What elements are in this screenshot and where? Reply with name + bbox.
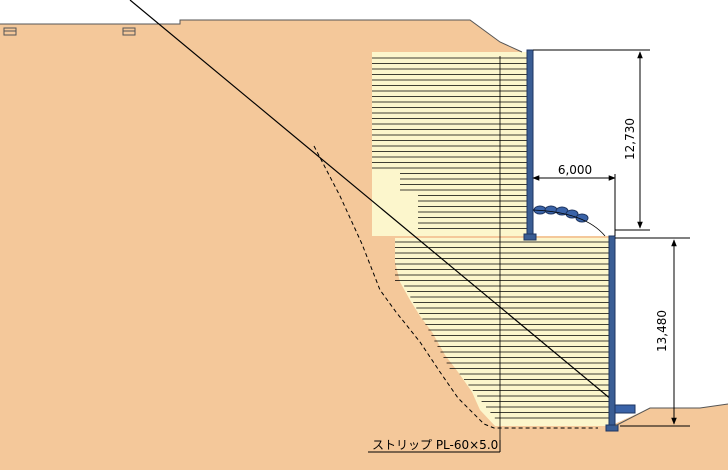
dimension-upper-height-label: 12,730: [623, 118, 637, 160]
ground-mass: [0, 20, 728, 470]
dimension-lower-height: [615, 237, 690, 427]
lower-reinforced-zone: [395, 238, 610, 426]
slip-line: [129, 0, 613, 401]
dimension-bench-width: [532, 174, 616, 236]
reinforcing-strips-lower: [395, 241, 609, 419]
dimension-lower-height-label: 13,480: [655, 310, 669, 352]
reinforcing-strips-upper: [372, 57, 527, 229]
lower-wall-footing: [605, 424, 619, 432]
excavation-line: [313, 145, 598, 429]
upper-wall-panel: [526, 49, 534, 237]
dimension-bench-width-label: 6,000: [558, 163, 592, 177]
upper-reinforced-zone: [372, 52, 530, 236]
guardrail-left: [3, 27, 17, 36]
guardrail-right: [122, 27, 136, 36]
strip-callout: [368, 440, 501, 453]
dimension-upper-height: [533, 49, 650, 231]
strip-callout-label: ストリップ PL-60×5.0: [372, 438, 498, 452]
toe-block: [614, 404, 636, 414]
upper-wall-footing: [523, 233, 537, 241]
bench-slope-line: [532, 209, 606, 237]
lower-wall-panel: [608, 235, 616, 429]
bench-gabions: [533, 205, 589, 223]
ground-surface-line: [0, 19, 523, 53]
